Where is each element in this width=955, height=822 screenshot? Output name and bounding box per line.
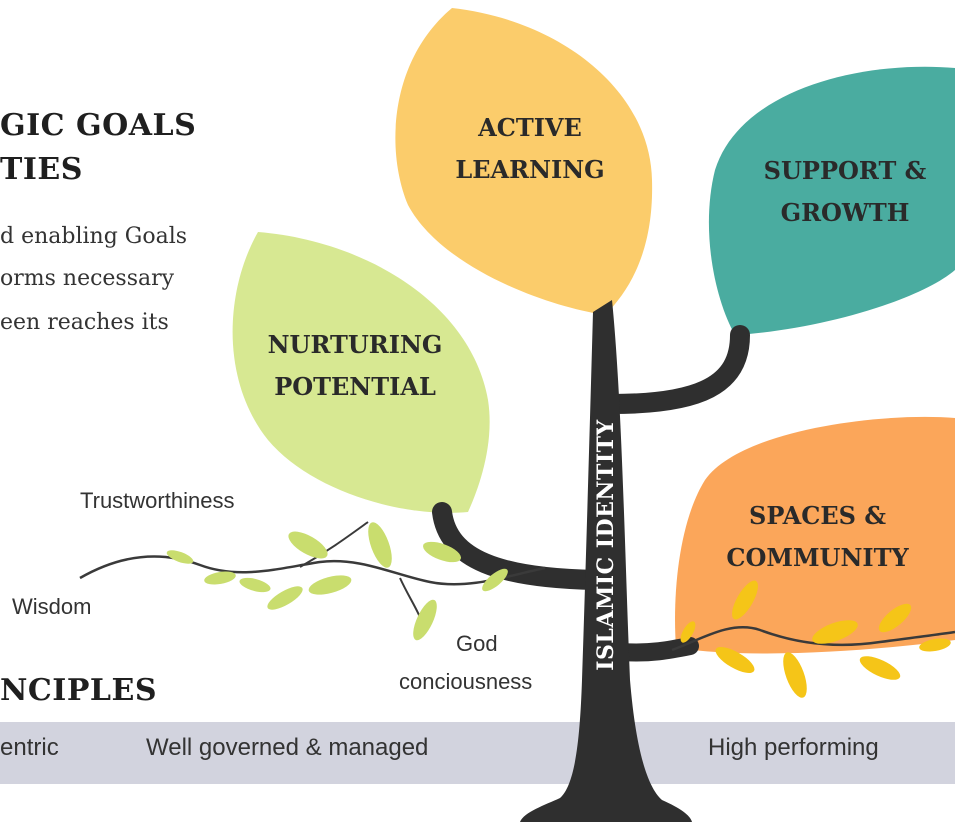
- vine-leaf: [482, 568, 508, 592]
- vine-leaf: [288, 531, 328, 559]
- vine-leaf: [308, 575, 352, 595]
- vine-leaf: [368, 522, 392, 568]
- leaf-label-line: COMMUNITY: [726, 543, 909, 572]
- vine-leaf: [919, 638, 951, 652]
- leaf-label-line: SUPPORT &: [763, 156, 927, 185]
- vine-leaf: [812, 620, 858, 644]
- leaf-label-nurturing-potential: NURTURING POTENTIAL: [245, 324, 465, 408]
- vine-leaf: [413, 599, 437, 641]
- principle-item: entric: [0, 734, 59, 761]
- leaf-label-line: GROWTH: [780, 198, 910, 227]
- vine-leaf: [423, 541, 461, 563]
- leaf-label-line: LEARNING: [455, 155, 605, 184]
- vine-leaf: [267, 586, 303, 610]
- vine-leaf: [239, 577, 271, 593]
- trunk-label: ISLAMIC IDENTITY: [593, 419, 619, 671]
- vine-leaf: [878, 603, 912, 633]
- leaf-active-learning: [395, 8, 653, 315]
- principles-bar: [0, 722, 955, 784]
- value-god-line1: God: [456, 631, 498, 656]
- leaf-label-spaces-community: SPACES & COMMUNITY: [705, 495, 930, 579]
- vine-leaf: [859, 656, 901, 680]
- vine-leaf: [732, 580, 758, 620]
- vine-leaf: [680, 621, 696, 643]
- vine-leaf: [204, 571, 236, 585]
- vine-left: [79, 555, 546, 586]
- vine-left-leaves: [166, 522, 508, 641]
- vine-leaf: [715, 647, 755, 673]
- vine-leaf: [783, 652, 807, 698]
- intro-heading-line: TIES: [0, 152, 83, 187]
- intro-body-line: orms necessary: [0, 266, 175, 291]
- branch-right-lower: [613, 637, 699, 662]
- intro-body-line: een reaches its: [0, 310, 169, 335]
- value-trustworthiness: Trustworthiness: [80, 488, 235, 513]
- leaf-support-growth: [708, 66, 955, 336]
- principle-item: High performing: [708, 734, 879, 761]
- branch-right-upper: [602, 325, 750, 414]
- leaf-label-line: SPACES &: [748, 501, 886, 530]
- principles-heading: NCIPLES: [0, 673, 158, 708]
- value-wisdom: Wisdom: [12, 594, 92, 619]
- leaf-label-active-learning: ACTIVE LEARNING: [425, 107, 635, 191]
- leaf-nurturing-potential: [232, 232, 490, 513]
- intro-body-line: d enabling Goals: [0, 224, 188, 249]
- leaf-label-line: POTENTIAL: [274, 372, 436, 401]
- principle-item: Well governed & managed: [146, 734, 429, 761]
- vine-leaf: [166, 550, 194, 564]
- leaf-label-line: NURTURING: [267, 330, 443, 359]
- leaf-label-line: ACTIVE: [478, 113, 582, 142]
- value-god-line2: conciousness: [399, 669, 533, 694]
- vine-right-leaves: [680, 580, 951, 698]
- vine-right: [671, 626, 955, 652]
- vine-left-twig: [299, 521, 369, 568]
- branch-left: [432, 502, 605, 590]
- intro-heading-line: GIC GOALS: [0, 108, 197, 143]
- leaf-label-support-growth: SUPPORT & GROWTH: [735, 150, 955, 234]
- tree-trunk: [520, 300, 692, 822]
